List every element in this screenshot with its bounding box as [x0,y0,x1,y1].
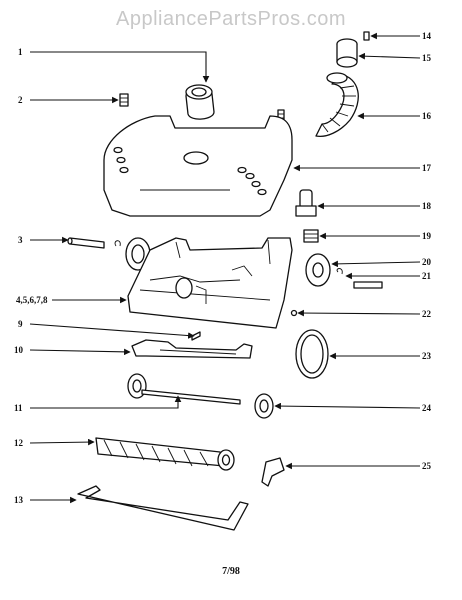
callout-25: 25 [422,461,432,471]
part-swivel-elbow [185,84,215,120]
callout-22: 22 [422,309,432,319]
watermark-text: AppliancePartsPros.com [116,8,346,30]
callout-16: 16 [422,111,432,121]
callout-13: 13 [14,495,24,505]
callout-20: 20 [422,257,432,267]
part-small-screw [363,31,370,41]
part-bumper [77,485,249,531]
callout-17: 17 [422,163,432,173]
part-screw-left [119,93,129,107]
part-belt [295,329,329,379]
part-clip [261,457,285,487]
callout-9: 9 [18,319,23,329]
callout-24: 24 [422,403,432,413]
part-bearing-right [254,393,274,419]
part-rear-wheel-right [305,253,331,287]
part-base-assembly [127,237,293,329]
callout-1: 1 [18,47,23,57]
callout-19: 19 [422,231,432,241]
part-rear-axle [67,237,121,249]
callout-10: 10 [14,345,24,355]
callout-23: 23 [422,351,432,361]
callout-4-8: 4,5,6,7,8 [16,295,48,305]
part-brush-roll [95,437,235,471]
part-small-screw-base [290,309,298,317]
part-fitting [295,189,317,217]
part-hose [315,72,359,138]
part-hose-connector [336,38,358,68]
part-spring [303,229,319,243]
part-rod [141,389,241,405]
callout-15: 15 [422,53,432,63]
part-axle-right [336,268,383,289]
part-bottom-plate [131,339,253,359]
callout-12: 12 [14,438,24,448]
callout-3: 3 [18,235,23,245]
part-hood [103,115,293,217]
callout-14: 14 [422,31,432,41]
callout-11: 11 [14,403,23,413]
callout-21: 21 [422,271,432,281]
page-footer-date: 7/98 [222,566,240,577]
callout-18: 18 [422,201,432,211]
callout-2: 2 [18,95,23,105]
